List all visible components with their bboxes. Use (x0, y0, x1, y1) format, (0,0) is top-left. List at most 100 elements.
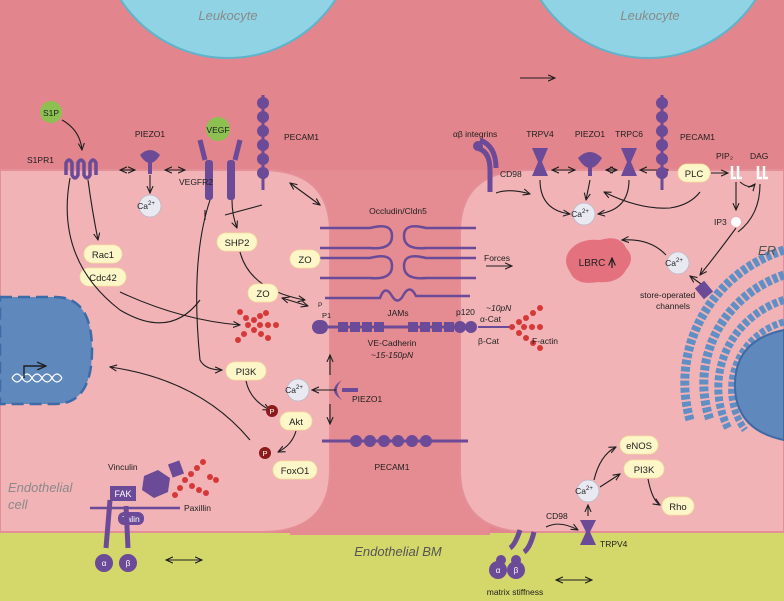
pi3k-left-pill (225, 361, 267, 381)
matrix-stiffness-label: matrix stiffness (487, 587, 544, 597)
pip2-icon (730, 166, 742, 180)
actin-cluster-fa (172, 459, 219, 498)
vinculin-head (167, 460, 185, 478)
foxo1-pill (272, 460, 318, 480)
integrin-right (489, 529, 537, 579)
forces-label: Forces (484, 253, 510, 263)
pip2-label: PIP₂ (716, 151, 733, 161)
ca-right-bottom (576, 479, 600, 503)
shp2-pill (216, 232, 258, 252)
nucleus-left (0, 295, 94, 406)
dna-icon (11, 366, 63, 383)
beta-right-label: β (514, 566, 519, 575)
trpv4-bottom-channel (580, 520, 596, 545)
pi3k-right-pill (623, 459, 665, 479)
s1pr1-rac1-arrow (87, 179, 98, 240)
fak-box (110, 486, 136, 501)
pecam1-left-label: PECAM1 (284, 132, 319, 142)
p-small-label: P (318, 302, 322, 309)
actin-cluster-left (235, 309, 279, 343)
foxo1-nucleus-arrow (110, 367, 251, 441)
vinculin-shape (142, 470, 170, 498)
p120-label: p120 (456, 307, 475, 317)
s1pr1-receptor (64, 158, 98, 180)
ca-enos-arrow (593, 447, 616, 481)
endothelial-cell-right (459, 169, 784, 533)
plc-label: PLC (685, 169, 704, 180)
s1p-arrow (61, 119, 82, 150)
vegf-label: VEGF (206, 125, 229, 135)
ve-cadherin (312, 320, 477, 334)
ve-cadherin-label: VE-Cadherin (368, 338, 417, 348)
foxo1-label: FoxO1 (281, 466, 310, 477)
vegfr2-receptor (197, 139, 243, 200)
piezo1-right-label: PIEZO1 (575, 129, 606, 139)
alpha-left-label: α (102, 559, 107, 568)
pecam-junction-bidir (290, 183, 320, 205)
store-operated-channel (694, 280, 714, 300)
piezo-ca-arrow (586, 179, 590, 200)
label-leukocyte-left: Leukocyte (198, 8, 257, 23)
pecam-inhibit-line (224, 204, 263, 216)
enos-label: eNOS (626, 441, 652, 452)
p1-label: P1 (322, 311, 331, 320)
leukocyte-right (539, 0, 757, 59)
ip3-channel-arrow (700, 227, 737, 275)
label-er: ER (758, 243, 776, 258)
label-endothelial-bm: Endothelial BM (354, 544, 442, 559)
beta-left-label: β (126, 559, 131, 568)
beta-cat-label: β-Cat (478, 336, 500, 346)
akt-pill (279, 411, 313, 431)
store-operated-label-1: store-operated (640, 290, 696, 300)
ca-lbrc-arrow (622, 240, 667, 256)
svg-text:Ca2+: Ca2+ (665, 258, 683, 268)
vinculin-label: Vinculin (108, 462, 138, 472)
endothelial-cell-left (0, 169, 331, 533)
rho-pill (661, 496, 695, 516)
leukocyte-left (119, 0, 337, 59)
ca-right-mid (666, 251, 690, 275)
trpv4-channel (532, 148, 548, 176)
p-akt-badge (266, 405, 278, 417)
ve-force-label: ~15-150pN (371, 350, 414, 360)
s1p-ball (40, 101, 62, 123)
p-foxo1-label: P (262, 449, 267, 458)
occludin-label: Occludin/Cldn5 (369, 206, 427, 216)
integrin-left (95, 499, 137, 572)
vegf-ball (206, 117, 230, 141)
ca-right-top (572, 202, 596, 226)
akt-foxo1-arrow (278, 430, 297, 452)
force-10-label: ~10pN (486, 303, 512, 313)
shp2-label: SHP2 (225, 238, 250, 249)
svg-text:Ca2+: Ca2+ (285, 385, 303, 395)
pecam1-right (656, 95, 668, 190)
piezo1-left-label: PIEZO1 (135, 129, 166, 139)
s1pr1-actin-path (66, 177, 201, 324)
svg-text:Ca2+: Ca2+ (137, 201, 155, 211)
ca-plc-arrow (604, 192, 701, 209)
pecam1-junction (322, 435, 468, 447)
ca-junction (286, 378, 310, 402)
p-akt-label: P (269, 407, 274, 416)
alpha-right-label: α (496, 566, 501, 575)
pecam1-right-label: PECAM1 (680, 132, 715, 142)
s1p-label: S1P (43, 108, 59, 118)
endoplasmic-reticulum (680, 245, 784, 433)
enos-pill (619, 435, 659, 455)
integrin-trpv4-arrow (495, 191, 530, 194)
fak-label: FAK (114, 489, 131, 499)
zo-junction-pill (289, 249, 321, 269)
dag-ip3-line (737, 183, 761, 233)
pip2-dag-arrow (739, 181, 755, 187)
cd98-right-label: CD98 (500, 169, 522, 179)
trpv4-ca-arrow (539, 179, 570, 214)
pecam1-junction-label: PECAM1 (375, 462, 410, 472)
ca-pi3k-arrow (599, 474, 620, 488)
ab-integrins-receptor (473, 137, 499, 192)
trpc6-label: TRPC6 (615, 129, 643, 139)
cdc42-actin-arrow (119, 291, 240, 325)
vegfr2-label: VEGFR2 (179, 177, 213, 187)
paxillin-label: Paxillin (184, 503, 211, 513)
dag-icon (756, 166, 768, 180)
ip3-dot (731, 217, 741, 227)
